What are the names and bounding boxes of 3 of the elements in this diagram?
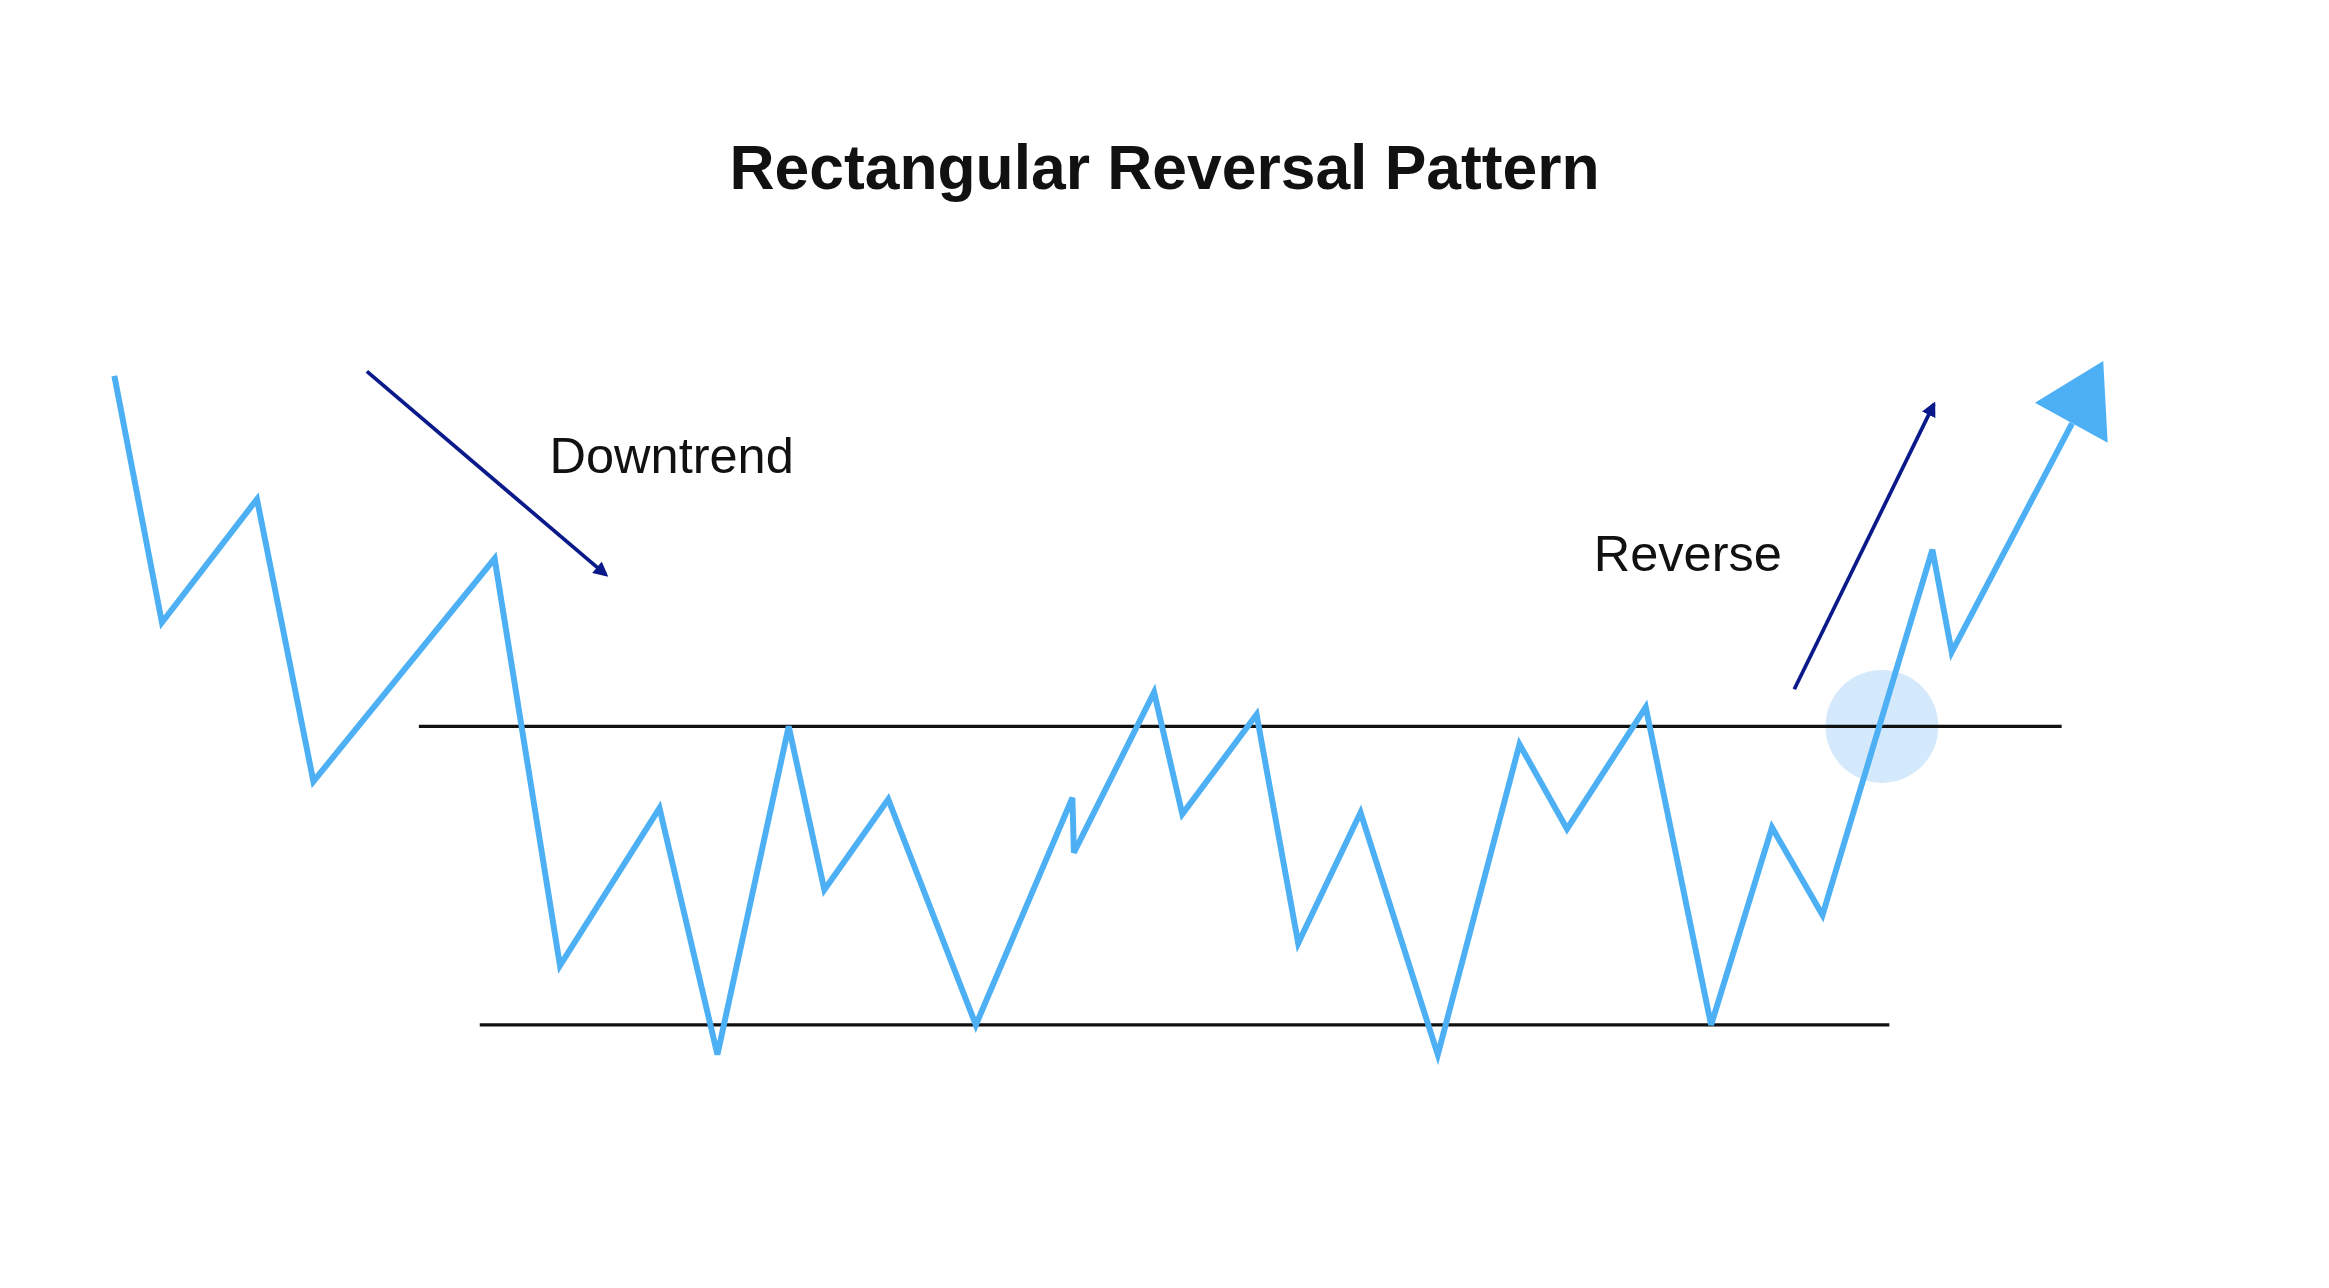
pattern-label: Downtrend <box>549 430 794 482</box>
pattern-label: Reverse <box>1593 528 1782 580</box>
chart-title: Rectangular Reversal Pattern <box>729 136 1600 200</box>
